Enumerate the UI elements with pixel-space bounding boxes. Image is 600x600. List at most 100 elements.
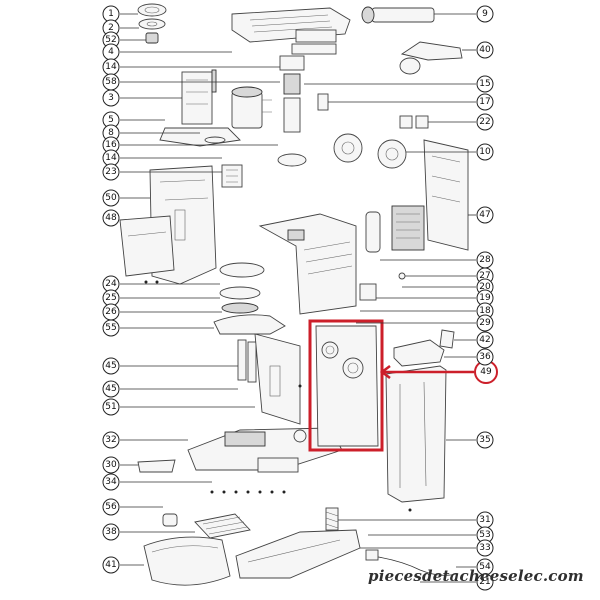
callout-circle	[102, 189, 120, 207]
callout-number: 36	[479, 352, 491, 362]
watermark-text: piecesdetacheeselec.com	[368, 567, 584, 585]
callout-circle	[476, 573, 494, 591]
callout-number: 40	[479, 45, 491, 55]
callout-15: 15	[476, 75, 494, 93]
callout-number: 27	[479, 271, 490, 281]
callout-47: 47	[476, 206, 494, 224]
callout-number: 47	[479, 210, 490, 220]
callout-circle	[102, 209, 120, 227]
callout-number: 29	[479, 318, 491, 328]
highlight-frame-part-49	[308, 319, 384, 452]
callout-35: 35	[476, 431, 494, 449]
callout-number: 1	[108, 9, 114, 19]
callout-number: 9	[482, 9, 488, 19]
callout-circle	[102, 163, 120, 181]
callout-number: 41	[105, 560, 116, 570]
callout-55: 55	[102, 319, 120, 337]
callout-number: 45	[105, 384, 116, 394]
part-bottom-chassis	[235, 529, 361, 579]
part-power-cord	[365, 549, 457, 576]
callout-31: 31	[476, 511, 494, 529]
callout-number: 58	[105, 77, 117, 87]
callout-number: 26	[105, 307, 117, 317]
callout-number: 18	[479, 306, 491, 316]
callout-number: 42	[479, 335, 490, 345]
callout-circle	[476, 113, 494, 131]
part-rear-panel-49	[315, 325, 379, 447]
callout-number: 14	[105, 62, 117, 72]
part-knob	[162, 513, 178, 527]
callout-32: 32	[102, 431, 120, 449]
callout-number: 56	[105, 502, 117, 512]
part-spring	[325, 507, 339, 531]
callout-50: 50	[102, 189, 120, 207]
callout-circle	[102, 357, 120, 375]
callout-36: 36	[476, 348, 494, 366]
callout-number: 10	[479, 147, 491, 157]
part-water-lid	[393, 339, 445, 367]
callout-circle	[102, 523, 120, 541]
callout-number: 28	[479, 255, 491, 265]
left-callout-column: 1252414583581614235048242526554545513230…	[102, 5, 120, 574]
callout-circle	[476, 75, 494, 93]
callout-circle	[476, 143, 494, 161]
callout-18: 18	[476, 302, 494, 320]
callout-number: 34	[105, 477, 117, 487]
callout-21: 21	[476, 573, 494, 591]
callout-number: 54	[479, 562, 491, 572]
callout-number: 52	[105, 35, 116, 45]
callout-40: 40	[476, 41, 494, 59]
part-screws	[210, 490, 286, 494]
part-drip-grid	[194, 513, 251, 539]
leader-lines	[120, 13, 476, 583]
callout-number: 50	[105, 193, 117, 203]
callout-29: 29	[476, 314, 494, 332]
callout-26: 26	[102, 303, 120, 321]
part-gasket-tray	[213, 314, 286, 335]
callout-33: 33	[476, 539, 494, 557]
part-valve-stack	[277, 55, 307, 167]
callout-42: 42	[476, 331, 494, 349]
callout-circle	[476, 314, 494, 332]
callout-circle	[102, 319, 120, 337]
part-switch	[317, 93, 329, 111]
callout-number: 17	[479, 97, 490, 107]
highlight-arrow	[379, 365, 474, 379]
callout-number: 20	[479, 282, 491, 292]
part-drip-tray	[143, 536, 231, 586]
callout-number: 38	[105, 527, 117, 537]
callout-number: 25	[105, 293, 116, 303]
part-cap	[137, 3, 167, 17]
part-pump	[231, 86, 272, 129]
part-steam-pipe	[361, 6, 435, 24]
callout-circle	[102, 431, 120, 449]
part-water-tank	[385, 365, 447, 512]
part-heater-housing	[258, 213, 357, 315]
callout-45: 45	[102, 380, 120, 398]
part-rear-shell	[119, 215, 175, 284]
callout-number: 3	[108, 93, 114, 103]
callout-38: 38	[102, 523, 120, 541]
part-seal	[138, 18, 166, 30]
callout-14: 14	[102, 58, 120, 76]
callout-number: 8	[108, 128, 114, 138]
part-bracket	[137, 459, 176, 473]
callout-circle	[476, 206, 494, 224]
callout-10: 10	[476, 143, 494, 161]
part-spout	[399, 41, 463, 75]
callout-9: 9	[476, 5, 494, 23]
callout-number: 14	[105, 153, 117, 163]
callout-number: 55	[105, 323, 116, 333]
callout-number: 35	[479, 435, 490, 445]
part-contacts	[399, 115, 429, 129]
callout-number: 19	[479, 293, 491, 303]
callout-circle	[102, 498, 120, 516]
callout-48: 48	[102, 209, 120, 227]
callout-3: 3	[102, 89, 120, 107]
callout-58: 58	[102, 73, 120, 91]
callout-4: 4	[102, 43, 120, 61]
callout-number: 15	[479, 79, 490, 89]
part-hose	[359, 283, 377, 301]
callout-number: 31	[479, 515, 490, 525]
